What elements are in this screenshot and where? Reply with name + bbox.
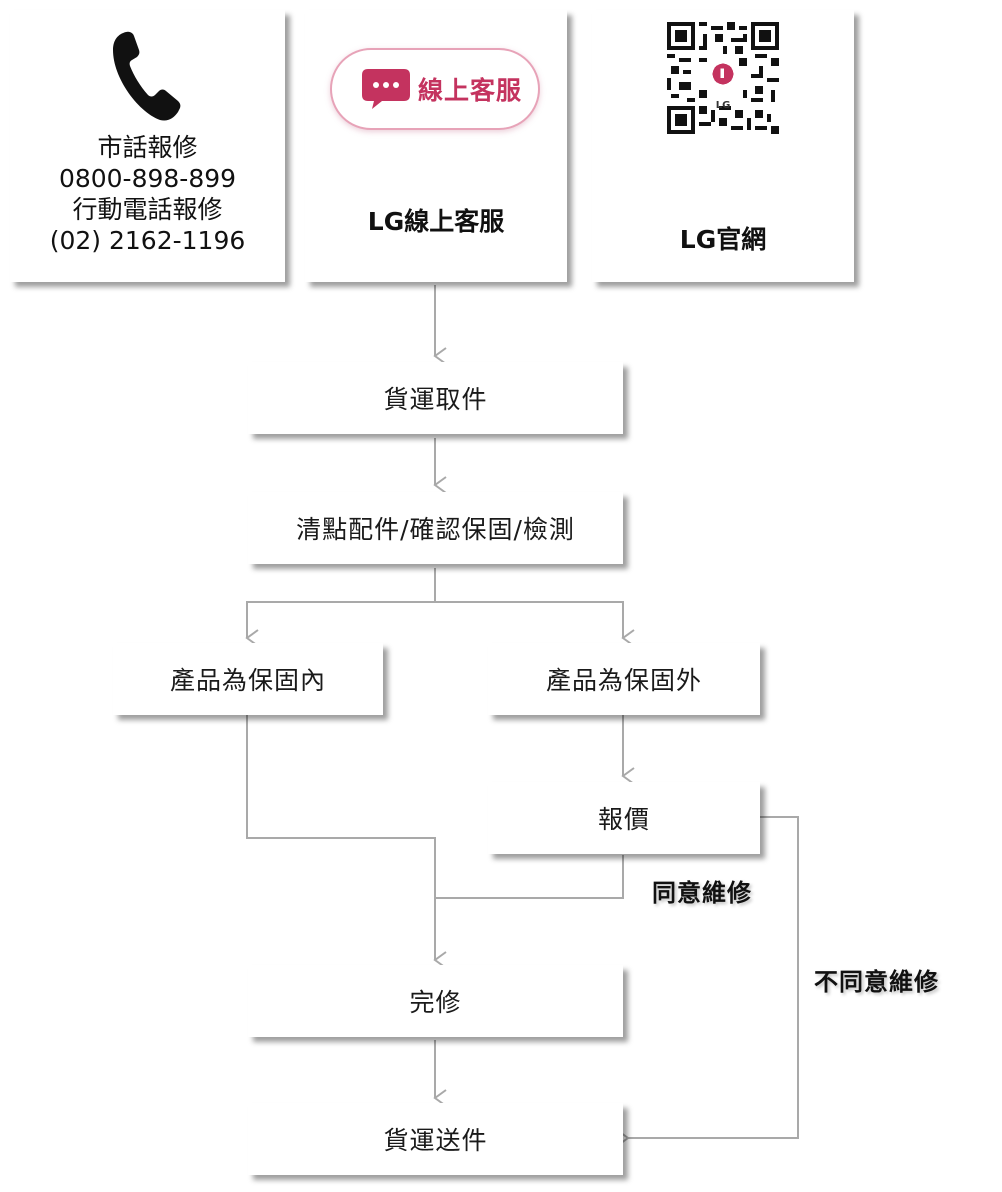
website-caption: LG官網 — [679, 225, 767, 254]
qr-code-icon[interactable] — [667, 22, 779, 134]
contact-lines: 市話報修 0800-898-899 行動電話報修 (02) 2162-1196 — [50, 132, 246, 256]
step-inspect: 清點配件/確認保固/檢測 — [248, 492, 623, 564]
connector-quote-disagree — [616, 816, 799, 1147]
edge-disagree-label: 不同意維修 — [814, 968, 939, 996]
step-out-warranty: 產品為保固外 — [488, 643, 760, 715]
step-quote: 報價 — [488, 782, 760, 854]
landline-label: 市話報修 — [97, 133, 198, 162]
connector-inwarranty-to-repaired — [246, 715, 447, 969]
step-inspect-label: 清點配件/確認保固/檢測 — [296, 515, 575, 544]
edge-agree-label: 同意維修 — [652, 879, 752, 907]
step-delivery: 貨運送件 — [248, 1103, 623, 1175]
step-in-warranty: 產品為保固內 — [113, 643, 383, 715]
website-box: LG LG官網 — [592, 10, 854, 282]
mobile-label: 行動電話報修 — [72, 195, 223, 224]
contact-box: 市話報修 0800-898-899 行動電話報修 (02) 2162-1196 — [10, 10, 285, 282]
step-repaired-label: 完修 — [409, 988, 462, 1017]
online-service-button[interactable]: 線上客服 — [330, 48, 540, 130]
step-repaired: 完修 — [248, 965, 623, 1037]
connector-inspect-split — [245, 568, 436, 647]
step-out-warranty-label: 產品為保固外 — [545, 666, 702, 695]
lg-logo-text: LG — [715, 100, 731, 111]
landline-number[interactable]: 0800-898-899 — [58, 164, 237, 193]
online-service-button-label: 線上客服 — [418, 76, 523, 105]
step-in-warranty-label: 產品為保固內 — [169, 666, 326, 695]
step-quote-label: 報價 — [597, 805, 650, 834]
online-service-caption: LG線上客服 — [367, 207, 505, 236]
mobile-number[interactable]: (02) 2162-1196 — [49, 226, 246, 255]
step-delivery-label: 貨運送件 — [383, 1126, 488, 1155]
chat-bubble-icon — [360, 67, 412, 111]
step-pickup-label: 貨運取件 — [383, 385, 488, 414]
phone-handset-icon — [108, 28, 188, 124]
connector-quote-agree — [435, 855, 624, 899]
online-service-box: 線上客服 LG線上客服 — [305, 10, 567, 282]
connector-inspect-split-right — [435, 601, 635, 647]
step-pickup: 貨運取件 — [248, 362, 623, 434]
